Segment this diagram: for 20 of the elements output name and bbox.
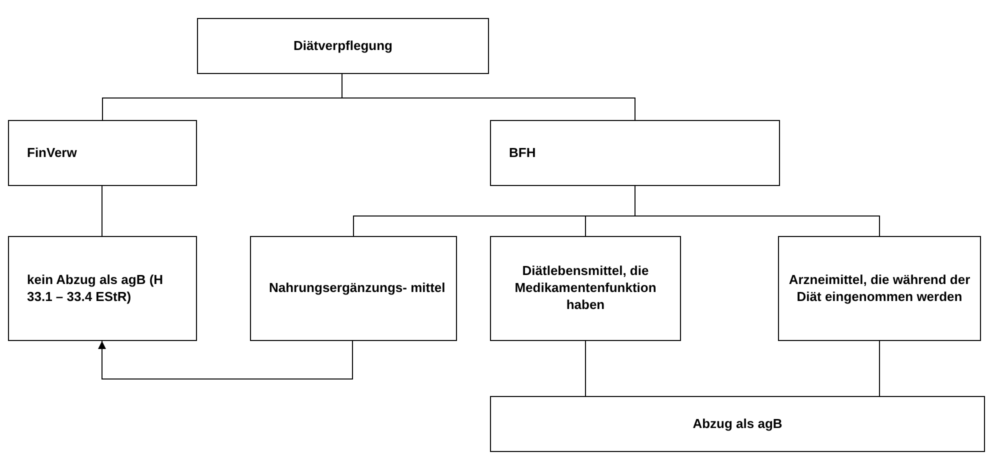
box-label: Diätlebensmittel, die Medikamentenfunktion haben [514, 263, 658, 314]
box-label: FinVerw [27, 144, 77, 162]
process-box [490, 120, 780, 186]
arrow [98, 340, 353, 380]
process-box [8, 120, 197, 186]
box-label: kein Abzug als agB (H 33.1 – 33.4 EStR) [27, 272, 164, 306]
process-box [197, 18, 489, 74]
connector-line [879, 340, 880, 396]
process-box [778, 236, 981, 341]
box-label: Abzug als agB [692, 416, 782, 432]
connector-line [634, 186, 880, 236]
process-box [490, 236, 681, 341]
process-box [250, 236, 457, 341]
box-label: Diätverpflegung [294, 38, 392, 54]
process-box [8, 236, 197, 341]
box-label: Nahrungsergänzungs- mittel [269, 280, 446, 297]
process-box [490, 396, 985, 452]
box-label: BFH [509, 144, 536, 162]
box-label: Arzneimittel, die während der Diät eingenommen werden [788, 272, 972, 306]
connector-line [585, 340, 586, 396]
